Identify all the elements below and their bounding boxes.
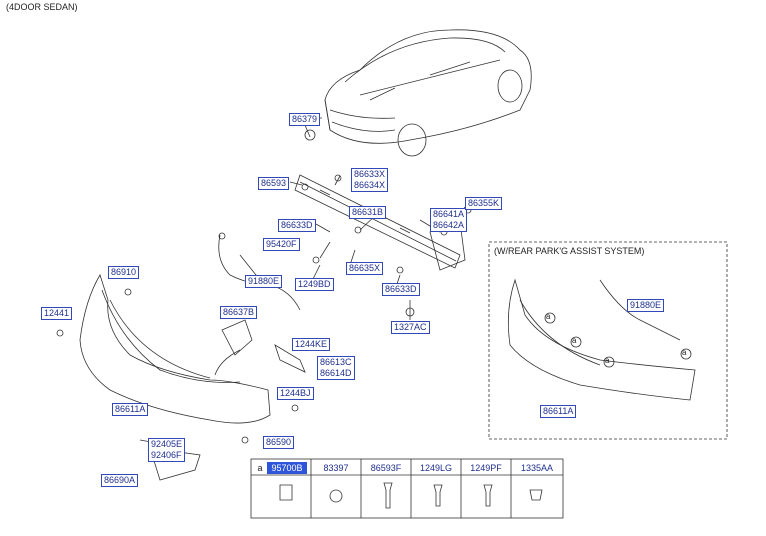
part-label-92405E[interactable]: 92405E <box>151 439 183 449</box>
part-label-86611A[interactable]: 86611A <box>112 403 149 416</box>
table-header-1249LG[interactable]: 1249LG <box>419 463 453 473</box>
callout-marker: a <box>546 312 551 321</box>
callout-marker: a <box>605 356 610 365</box>
inset-title: (W/REAR PARK'G ASSIST SYSTEM) <box>494 246 645 256</box>
callout-marker: a <box>572 336 577 345</box>
part-label-86613C[interactable]: 86613C <box>320 357 352 367</box>
part-label-86631B[interactable]: 86631B <box>349 206 387 219</box>
part-label-91880E[interactable]: 91880E <box>245 275 283 288</box>
part-label-1249BD[interactable]: 1249BD <box>295 278 334 291</box>
part-label-1244KE[interactable]: 1244KE <box>292 338 331 351</box>
part-label-86642A[interactable]: 86642A <box>433 220 465 230</box>
car-illustration <box>324 29 532 157</box>
part-label-1244BJ[interactable]: 1244BJ <box>277 387 314 400</box>
part-label-1327AC[interactable]: 1327AC <box>391 321 430 334</box>
part-label-86690A[interactable]: 86690A <box>101 474 139 487</box>
part-label-86633D[interactable]: 86633D <box>278 219 316 232</box>
bumper-cover <box>79 274 271 424</box>
table-header-86593F[interactable]: 86593F <box>370 463 402 473</box>
inset-part-label-91880E[interactable]: 91880E <box>627 299 665 312</box>
inset-part-label-86611A[interactable]: 86611A <box>540 405 577 418</box>
table-header-95700B[interactable]: 95700B <box>267 462 307 474</box>
part-label-86635X[interactable]: 86635X <box>346 262 384 275</box>
part-label-86633X-86634X[interactable]: 86633X 86634X <box>351 168 389 192</box>
part-label-92406F[interactable]: 92406F <box>151 450 182 460</box>
part-label-86637B[interactable]: 86637B <box>220 306 258 319</box>
part-label-86613C-86614D[interactable]: 86613C 86614D <box>317 356 355 380</box>
table-header-83397[interactable]: 83397 <box>323 463 349 473</box>
callout-marker: a <box>682 348 687 357</box>
part-label-86641A[interactable]: 86641A <box>433 209 465 219</box>
part-label-86593[interactable]: 86593 <box>258 177 290 190</box>
table-header-1335AA[interactable]: 1335AA <box>520 463 554 473</box>
part-label-95420F[interactable]: 95420F <box>263 238 300 251</box>
part-label-86633D-lower[interactable]: 86633D <box>382 283 420 296</box>
inset-bumper <box>507 278 696 401</box>
part-label-86633X[interactable]: 86633X <box>354 169 386 179</box>
part-label-86641A-86642A[interactable]: 86641A 86642A <box>430 208 468 232</box>
part-label-86379[interactable]: 86379 <box>289 113 321 126</box>
table-circle-mark: a <box>257 463 263 473</box>
part-label-86355K[interactable]: 86355K <box>465 197 503 210</box>
table-header-1249PF[interactable]: 1249PF <box>470 463 502 473</box>
part-label-12441[interactable]: 12441 <box>41 307 73 320</box>
part-label-86614D[interactable]: 86614D <box>320 368 352 378</box>
part-label-86590[interactable]: 86590 <box>263 436 295 449</box>
diagram-title: (4DOOR SEDAN) <box>6 2 78 12</box>
part-label-86910[interactable]: 86910 <box>108 266 140 279</box>
part-label-86634X[interactable]: 86634X <box>354 180 386 190</box>
part-label-92405E-92406F[interactable]: 92405E 92406F <box>148 438 186 462</box>
